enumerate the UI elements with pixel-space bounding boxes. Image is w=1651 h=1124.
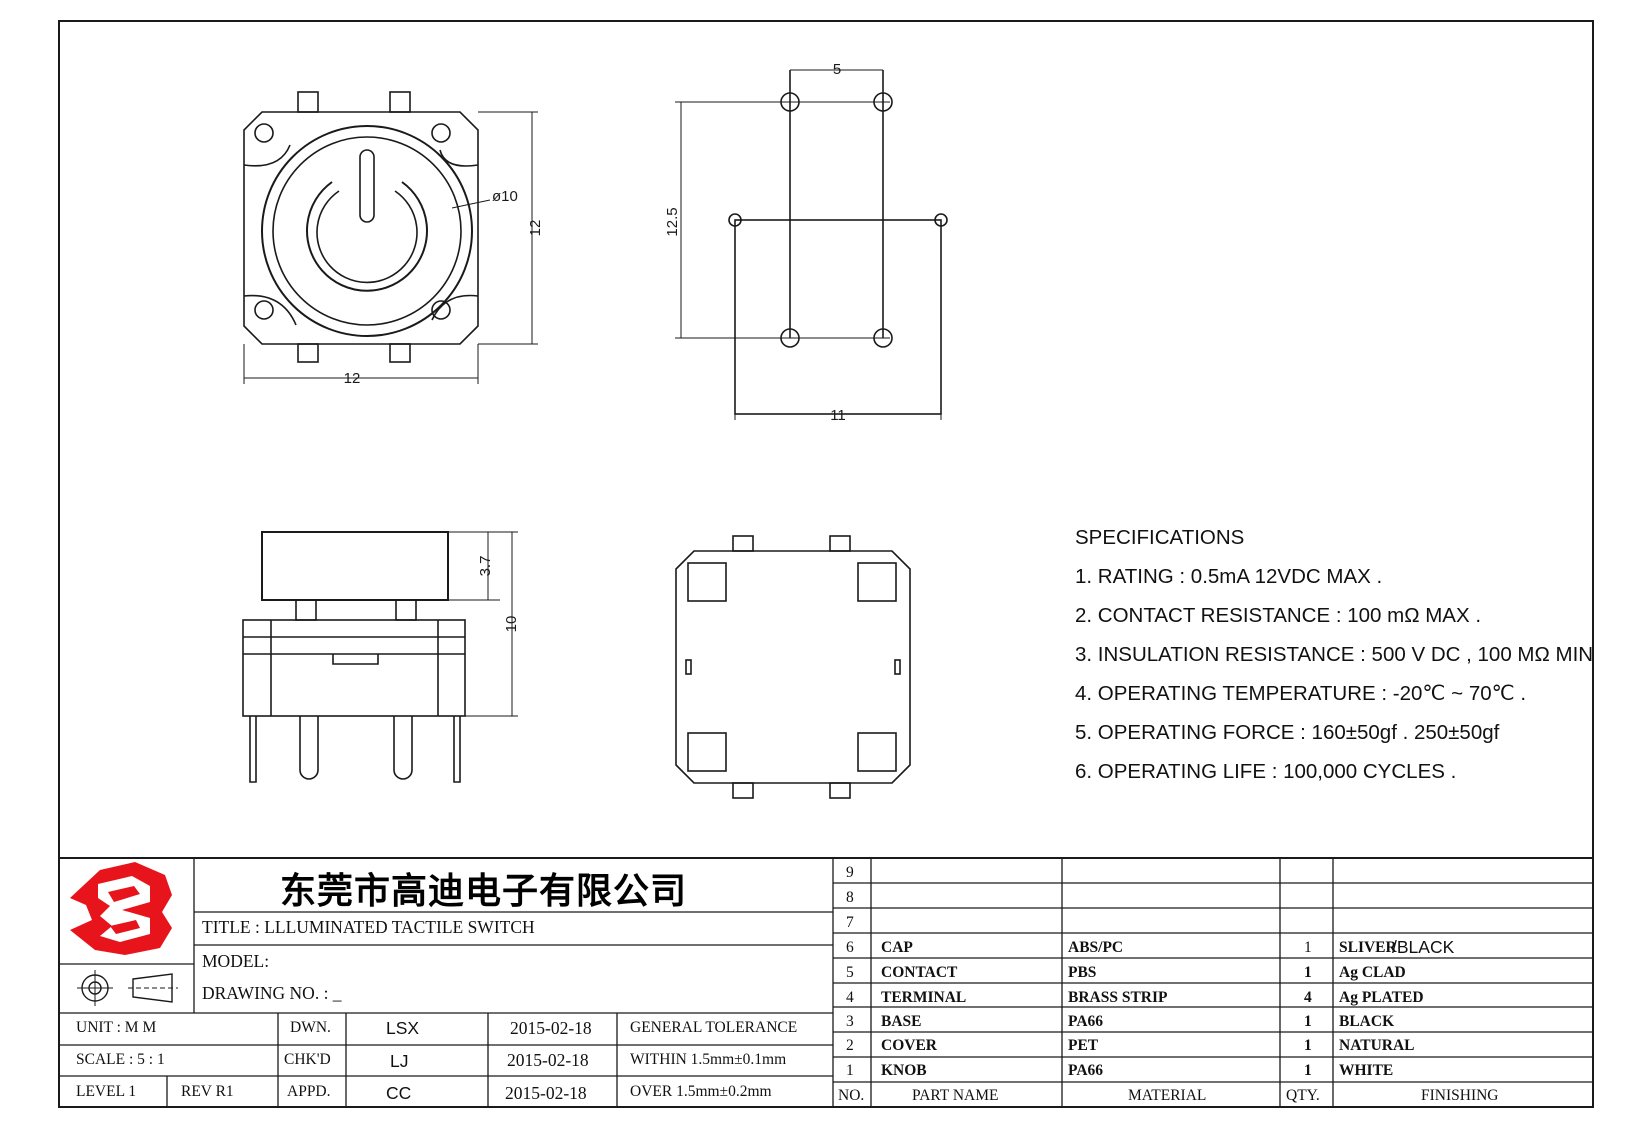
level-label: LEVEL 1 bbox=[76, 1083, 137, 1100]
drawing-number: DRAWING NO. : _ bbox=[202, 983, 342, 1003]
spec-item: 3. INSULATION RESISTANCE : 500 V DC , 10… bbox=[1075, 643, 1594, 666]
dwn-label: DWN. bbox=[290, 1019, 331, 1036]
bom-row-part: CONTACT bbox=[881, 964, 958, 981]
bom-header-no: NO. bbox=[838, 1087, 865, 1104]
bom-header-qty: QTY. bbox=[1286, 1087, 1320, 1104]
bom-row-no: 1 bbox=[846, 1062, 854, 1079]
bom-row-material: ABS/PC bbox=[1068, 939, 1124, 956]
bom-row-finish: BLACK bbox=[1339, 1013, 1395, 1030]
bom-row-finish: Ag PLATED bbox=[1339, 989, 1424, 1006]
bom-row-finish-extra: /BLACK bbox=[1392, 937, 1455, 957]
chk-date: 2015-02-18 bbox=[507, 1050, 589, 1070]
appd-date: 2015-02-18 bbox=[505, 1083, 587, 1103]
tolerance-within: WITHIN 1.5mm±0.1mm bbox=[630, 1051, 787, 1068]
company-name: 东莞市高迪电子有限公司 bbox=[280, 871, 688, 912]
dim-overall-height: 10 bbox=[503, 616, 520, 633]
tolerance-over: OVER 1.5mm±0.2mm bbox=[630, 1083, 772, 1100]
spec-item: 6. OPERATING LIFE : 100,000 CYCLES . bbox=[1075, 760, 1457, 783]
bom-empty-no: 7 bbox=[846, 914, 854, 931]
appd-label: APPD. bbox=[287, 1083, 331, 1100]
bom-row-no: 4 bbox=[846, 989, 854, 1006]
model-label: MODEL: bbox=[202, 951, 270, 971]
dwn-name: LSX bbox=[386, 1018, 420, 1038]
rev-label: REV R1 bbox=[181, 1083, 234, 1100]
dim-cap-height: 3.7 bbox=[477, 556, 494, 577]
bom-row-part: TERMINAL bbox=[881, 989, 967, 1006]
bom-row-finish: WHITE bbox=[1339, 1062, 1394, 1079]
bom-row-qty: 4 bbox=[1304, 989, 1312, 1006]
dwn-date: 2015-02-18 bbox=[510, 1018, 592, 1038]
bom-row-no: 2 bbox=[846, 1037, 854, 1054]
bom-row-material: PA66 bbox=[1068, 1013, 1104, 1030]
bom-row-finish: Ag CLAD bbox=[1339, 964, 1406, 981]
spec-item: 5. OPERATING FORCE : 160±50gf . 250±50gf bbox=[1075, 721, 1500, 744]
bom-row-part: BASE bbox=[881, 1013, 922, 1030]
spec-item: 1. RATING : 0.5mA 12VDC MAX . bbox=[1075, 565, 1383, 588]
title-block-grid bbox=[59, 857, 1593, 1107]
dim-pin-pitch-y: 12.5 bbox=[664, 207, 681, 236]
spec-item: 4. OPERATING TEMPERATURE : -20℃ ~ 70℃ . bbox=[1075, 682, 1527, 705]
bom-header-part-name: PART NAME bbox=[912, 1087, 999, 1104]
bom-row-qty: 1 bbox=[1304, 1037, 1312, 1054]
bottom-view bbox=[675, 535, 911, 799]
bom-row-material: PA66 bbox=[1068, 1062, 1104, 1079]
tolerance-title: GENERAL TOLERANCE bbox=[630, 1019, 798, 1036]
bom-row-qty: 1 bbox=[1304, 1062, 1312, 1079]
dim-top-width: 12 bbox=[344, 370, 361, 387]
bom-row-part: COVER bbox=[881, 1037, 937, 1054]
dim-top-height: 12 bbox=[527, 220, 544, 237]
third-angle-projection-icon bbox=[77, 970, 178, 1006]
dim-pcb-width: 11 bbox=[830, 407, 846, 424]
bom-row-no: 5 bbox=[846, 964, 854, 981]
drawing-border bbox=[58, 20, 1594, 1108]
side-view bbox=[242, 531, 518, 783]
bom-row-material: BRASS STRIP bbox=[1068, 989, 1168, 1006]
dim-pin-pitch-x: 5 bbox=[833, 61, 841, 78]
appd-name: CC bbox=[386, 1083, 412, 1103]
bom-empty-no: 9 bbox=[846, 864, 854, 881]
bom-row-qty: 1 bbox=[1304, 964, 1312, 981]
pcb-layout-view bbox=[675, 69, 948, 420]
dim-knob-diameter: ø10 bbox=[492, 188, 518, 205]
chk-name: LJ bbox=[390, 1051, 409, 1071]
unit-label: UNIT : M M bbox=[76, 1019, 157, 1036]
bom-row-material: PET bbox=[1068, 1037, 1099, 1054]
top-view bbox=[243, 91, 538, 384]
chk-label: CHK'D bbox=[284, 1051, 331, 1068]
scale-label: SCALE : 5 : 1 bbox=[76, 1051, 165, 1068]
bom-row-finish: SLIVER bbox=[1339, 939, 1397, 956]
bom-row-qty: 1 bbox=[1304, 1013, 1312, 1030]
bom-row-no: 3 bbox=[846, 1013, 854, 1030]
drawing-title: TITLE : LLLUMINATED TACTILE SWITCH bbox=[202, 917, 535, 937]
bom-header-material: MATERIAL bbox=[1128, 1087, 1207, 1104]
bom-empty-no: 8 bbox=[846, 889, 854, 906]
bom-row-part: CAP bbox=[881, 939, 913, 956]
bom-header-finishing: FINISHING bbox=[1421, 1087, 1499, 1104]
company-logo bbox=[70, 862, 172, 955]
bom-row-part: KNOB bbox=[881, 1062, 927, 1079]
bom-row-finish: NATURAL bbox=[1339, 1037, 1415, 1054]
spec-heading: SPECIFICATIONS bbox=[1075, 526, 1245, 549]
bom-row-qty: 1 bbox=[1304, 939, 1312, 956]
spec-item: 2. CONTACT RESISTANCE : 100 mΩ MAX . bbox=[1075, 604, 1482, 627]
specifications: SPECIFICATIONS 1. RATING : 0.5mA 12VDC M… bbox=[1075, 518, 1635, 791]
bom-row-no: 6 bbox=[846, 939, 854, 956]
bom-row-material: PBS bbox=[1068, 964, 1097, 981]
